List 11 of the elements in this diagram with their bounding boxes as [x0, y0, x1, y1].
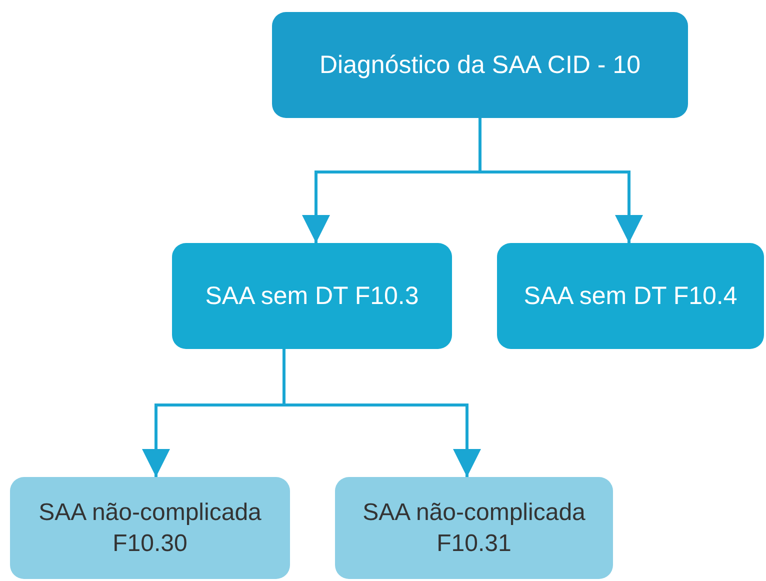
process-box — [272, 12, 688, 118]
box-label: SAA não-complicada F10.31 — [362, 498, 586, 559]
connector-arrow — [282, 349, 481, 477]
process-box — [10, 477, 290, 579]
box-label: Diagnóstico da SAA CID - 10 — [320, 50, 640, 81]
box-label: SAA sem DT F10.4 — [524, 280, 738, 312]
process-box — [172, 243, 452, 349]
process-box — [335, 477, 613, 579]
box-label: SAA sem DT F10.3 — [205, 280, 419, 312]
process-box — [497, 243, 764, 349]
box-label: SAA não-complicada F10.30 — [38, 498, 262, 559]
